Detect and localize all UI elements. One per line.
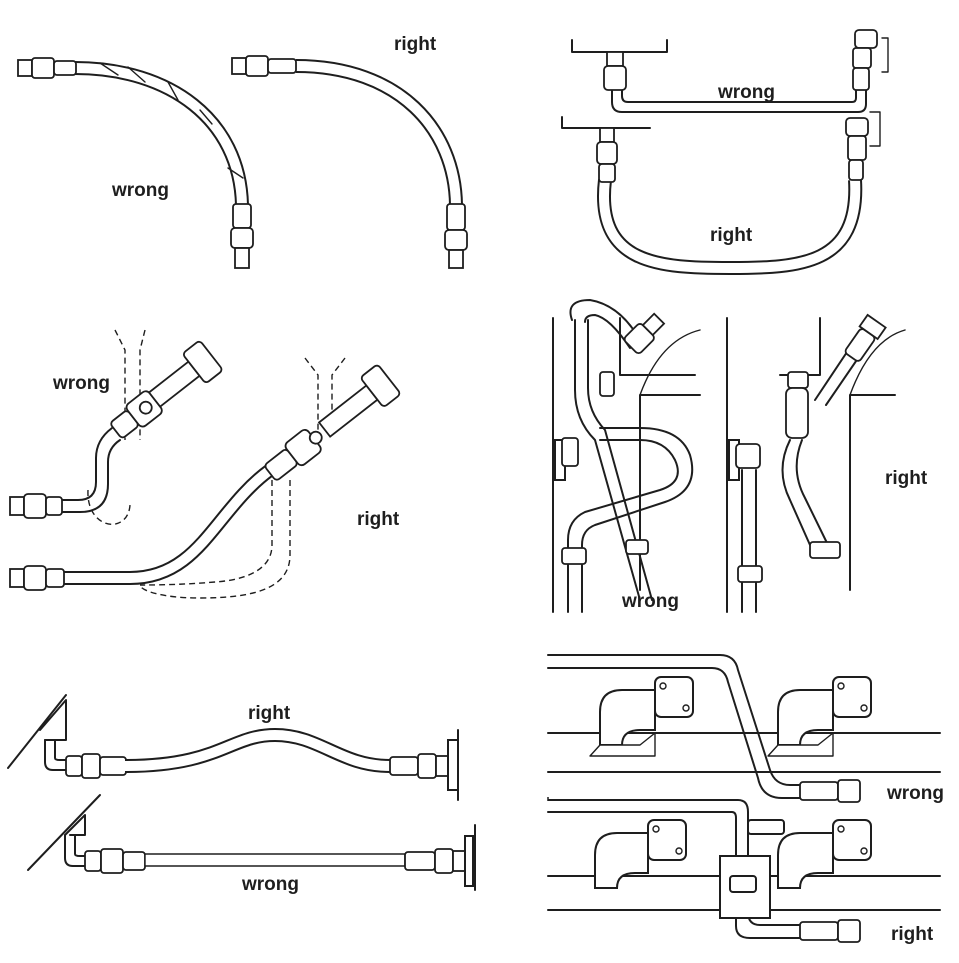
hose-loop-right [596,117,869,275]
hose-slack-right [7,694,459,801]
hose-clamps-wrong [561,299,694,613]
bracket-upper [881,37,889,73]
label-length-right: right [710,225,753,246]
label-manifold-wrong: wrong [886,783,944,804]
manifold-elbow-2 [767,676,872,757]
hose-swivel-right [9,364,401,591]
hose-swivel-wrong [9,340,223,519]
line-wrong-upper [547,654,801,786]
panel-manifold-routing: wrong right [547,654,944,945]
label-bend-wrong: wrong [111,180,169,201]
label-swivel-wrong: wrong [52,373,110,394]
label-clamps-wrong: wrong [621,591,679,612]
ghost-upper-right [304,357,346,430]
hose-twisted-wrong [17,57,254,269]
panel-swivel-elbow: wrong right [9,329,401,599]
manifold-elbow-1 [589,676,694,757]
manifold-elbow-3 [594,819,687,889]
hose-slack-wrong [27,794,476,891]
label-swivel-right: right [357,509,400,530]
fitting-right [799,921,839,941]
bracket-lower [869,111,881,147]
label-length-wrong: wrong [717,82,775,103]
label-slack-right: right [248,703,291,724]
hose-smooth-right [231,55,468,269]
frame-right-lower [849,394,896,591]
frame-wrong-arc [639,329,701,396]
fitting-wrong [799,781,839,801]
hose-taut-wrong [603,29,878,113]
clamp-right [729,875,757,893]
label-bend-right: right [394,34,437,55]
frame-wrong-upper [619,317,696,376]
panel-hose-length: wrong right [561,29,889,275]
frame-right-arc [849,329,906,396]
panel-bend-radius: wrong right [17,34,468,269]
port-block-upper [571,39,668,53]
hose-clamps-right [735,313,887,613]
panel-slack: right wrong [7,694,476,895]
frame-right-upper [779,317,821,376]
label-manifold-right: right [891,924,934,945]
label-clamps-right: right [885,468,928,489]
ghost-loop-wrong [87,489,131,525]
label-slack-wrong: wrong [241,874,299,895]
ghost-route-2 [139,480,291,599]
manifold-elbow-4 [777,819,872,889]
port-block-lower [561,116,651,129]
line-wrong-lower [547,667,801,799]
panel-routing-clamps: wrong right [552,299,928,613]
